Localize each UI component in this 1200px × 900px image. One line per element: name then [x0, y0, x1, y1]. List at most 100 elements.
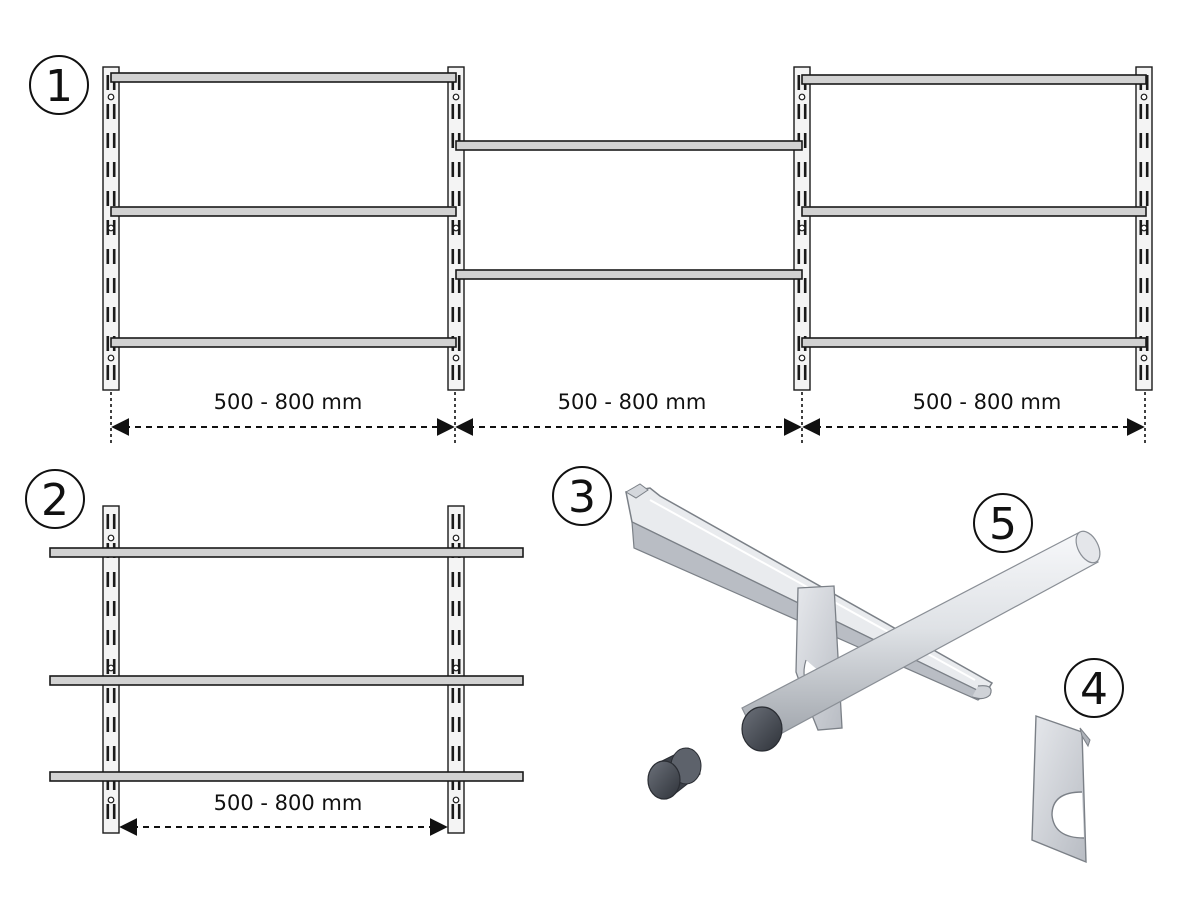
wall-rail-1-slot — [106, 104, 110, 119]
wall-rail-4-slot — [1145, 104, 1149, 119]
wall-rail-4-slot — [1139, 307, 1143, 322]
rod-end-cap — [647, 747, 702, 800]
wall-rail-3-slot — [803, 278, 807, 293]
panel-2-wall-rail-1-slot — [106, 717, 110, 732]
wall-rail-2-slot — [457, 104, 461, 119]
panel-2-wall-rails — [102, 505, 465, 834]
panel-2-wall-rail-2-slot — [457, 775, 461, 790]
wall-rail-4-slot — [1145, 133, 1149, 148]
wall-rail-1-slot — [112, 162, 116, 177]
panel-2-wall-rail-1-screw-hole — [107, 796, 115, 804]
panel-2-wall-rail-2-slot — [451, 746, 455, 761]
panel-number-2: 2 — [25, 469, 85, 529]
panel-number-5: 5 — [973, 493, 1033, 553]
clothes-rod — [741, 530, 1101, 752]
panel-2-shelves — [49, 547, 524, 782]
wall-rail-2-slot — [457, 75, 461, 90]
panel-2-wall-rail-2-slot — [451, 601, 455, 616]
panel-2-wall-rail-1-slot — [112, 514, 116, 529]
wall-rail-3-slot — [797, 278, 801, 293]
shelf-rod-middle-2 — [455, 269, 803, 280]
panel-2-wall-rail-1-slot — [112, 717, 116, 732]
panel-2-wall-rail-2-slot — [457, 572, 461, 587]
panel-2-wall-rail-1-slot — [112, 775, 116, 790]
shelf-board-2 — [49, 675, 524, 686]
panel-2-wall-rail-1-slot — [112, 601, 116, 616]
panel-number-4-label: 4 — [1080, 664, 1108, 715]
wall-rail-1-slot — [106, 307, 110, 322]
panel-number-1: 1 — [29, 55, 89, 115]
panel-2-wall-rail-2-screw-hole — [452, 796, 460, 804]
wall-rail-2-slot — [457, 191, 461, 206]
wall-rail-1-screw-hole — [107, 354, 115, 362]
wall-rail-4-screw-hole — [1140, 354, 1148, 362]
panel-2-wall-rail-2-slot — [451, 717, 455, 732]
shelf-rod-middle-1 — [455, 140, 803, 151]
wall-rail-3-slot — [797, 307, 801, 322]
wall-rail-4-slot — [1145, 162, 1149, 177]
panel-2-wall-rail-2-slot — [451, 659, 455, 674]
wall-rail-2-slot — [451, 365, 455, 380]
dimension-label-1c: 500 - 800 mm — [913, 390, 1062, 414]
wall-rail-2-slot — [451, 133, 455, 148]
panel-3: 3 — [552, 466, 1101, 800]
wall-rail-2-slot — [451, 191, 455, 206]
panel-number-3-label: 3 — [568, 472, 596, 523]
wall-rail-3-screw-hole — [798, 224, 806, 232]
wall-rail-4-slot — [1145, 75, 1149, 90]
panel-2-wall-rail-2-slot — [451, 630, 455, 645]
wall-rail-3-screw-hole — [798, 93, 806, 101]
wall-rail-2-screw-hole — [452, 224, 460, 232]
panel-2-wall-rail-2-slot — [451, 572, 455, 587]
wall-rail-3-slot — [797, 191, 801, 206]
wall-rail-1-slot — [112, 104, 116, 119]
wall-rail-3-slot — [803, 249, 807, 264]
wall-rail-4-slot — [1145, 336, 1149, 351]
panel-2-wall-rail-1-slot — [112, 630, 116, 645]
wall-rail-2-slot — [457, 307, 461, 322]
panel-2-wall-rail-2-slot — [457, 688, 461, 703]
wall-rail-1-slot — [106, 162, 110, 177]
wall-rail-2-slot — [451, 249, 455, 264]
wall-rail-3-screw-hole — [798, 354, 806, 362]
wall-rail-1-screw-hole — [107, 224, 115, 232]
wall-rail-4-screw-hole — [1140, 93, 1148, 101]
panel-2-wall-rail-2-screw-hole — [452, 664, 460, 672]
shelf-rod-left-2 — [110, 206, 457, 217]
panel-2-wall-rail-2-slot — [457, 746, 461, 761]
panel-1-dimensions — [110, 392, 1146, 445]
panel-2: 2 500 - 800 mm — [25, 469, 524, 836]
panel-2-wall-rail-1-slot — [106, 688, 110, 703]
wall-rail-4-slot — [1139, 365, 1143, 380]
wall-rail-3-slot — [797, 365, 801, 380]
shelf-board-1 — [49, 547, 524, 558]
panel-2-wall-rail-2-slot — [451, 514, 455, 529]
panel-number-5-label: 5 — [989, 499, 1017, 550]
wall-rail-3-slot — [797, 336, 801, 351]
panel-2-wall-rail-2-slot — [457, 659, 461, 674]
panel-2-wall-rail-1-screw-hole — [107, 664, 115, 672]
panel-2-wall-rail-2-slot — [457, 717, 461, 732]
shelf-board-3 — [49, 771, 524, 782]
panel-2-wall-rail-2-slot — [451, 775, 455, 790]
panel-number-1-label: 1 — [45, 61, 73, 112]
panel-2-wall-rail-2-slot — [451, 804, 455, 819]
panel-1-shelf-rods — [110, 72, 1147, 348]
wall-rail-2-slot — [451, 307, 455, 322]
panel-2-wall-rail-2-slot — [457, 514, 461, 529]
panel-2-wall-rail-1-slot — [106, 601, 110, 616]
wall-rail-2-slot — [457, 336, 461, 351]
wall-rail-3-slot — [803, 307, 807, 322]
shelf-rod-right-2 — [801, 206, 1147, 217]
panel-2-wall-rail-1-slot — [106, 775, 110, 790]
wall-rail-2-slot — [457, 365, 461, 380]
rod-end-cap-mounted — [741, 706, 783, 752]
dimension-label-1a: 500 - 800 mm — [214, 390, 363, 414]
wall-rail-3-slot — [797, 104, 801, 119]
wall-rail-4-slot — [1145, 278, 1149, 293]
wall-rail-4-slot — [1145, 191, 1149, 206]
panel-2-wall-rail-1-slot — [112, 572, 116, 587]
wall-rail-4-screw-hole — [1140, 224, 1148, 232]
wall-rail-1-slot — [112, 191, 116, 206]
